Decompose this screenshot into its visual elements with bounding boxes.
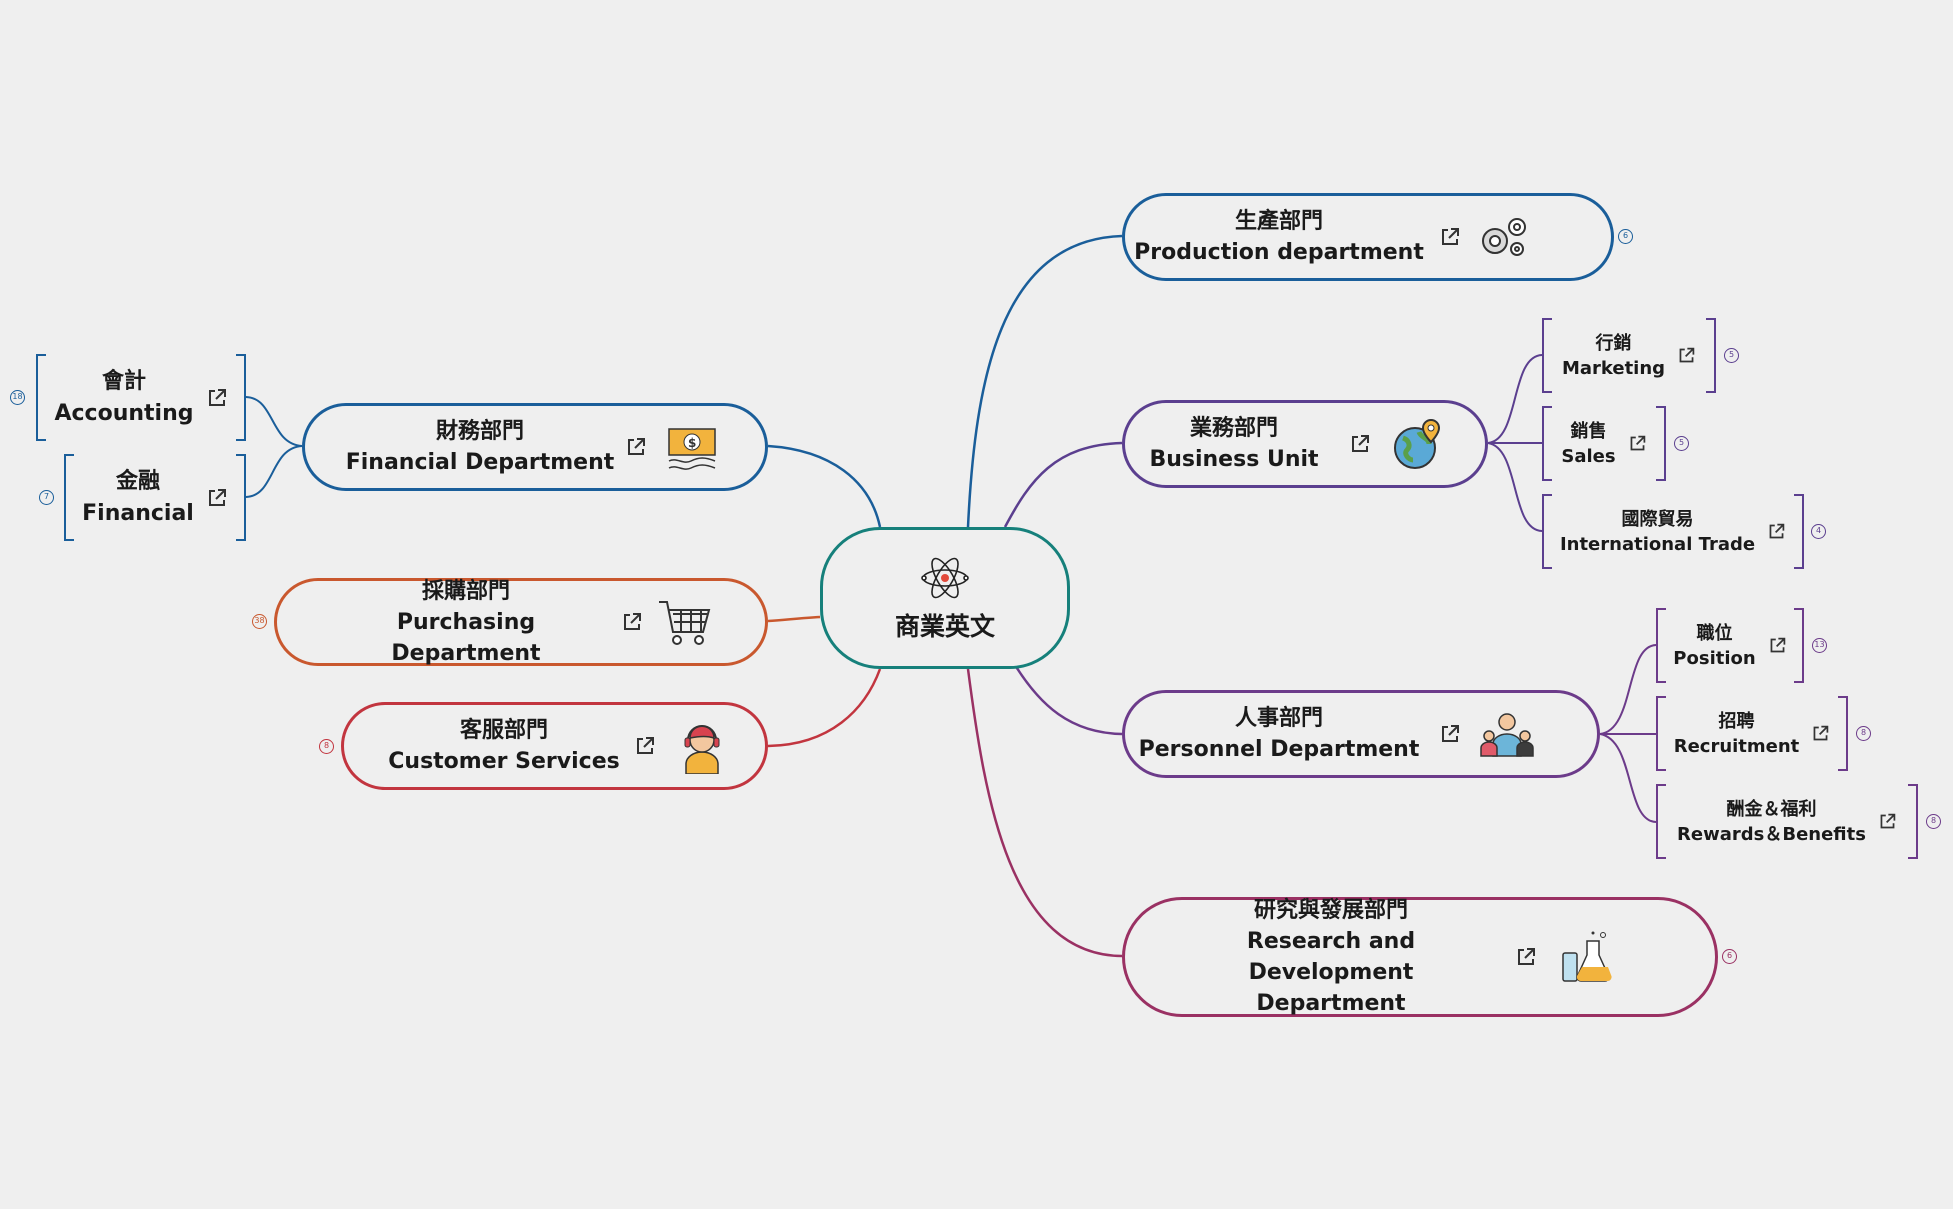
- badge-rewards[interactable]: 8: [1926, 814, 1941, 829]
- badge-position[interactable]: 13: [1812, 638, 1827, 653]
- branch-business[interactable]: 業務部門 Business Unit: [1122, 400, 1488, 488]
- branch-financial[interactable]: 財務部門 Financial Department $: [302, 403, 768, 491]
- subtopic-position-zh: 職位: [1696, 622, 1733, 644]
- connector-business: [1003, 441, 1123, 528]
- external-link-icon[interactable]: [206, 387, 228, 409]
- money-icon: $: [668, 428, 716, 470]
- badge-financial-sub[interactable]: 7: [39, 490, 54, 505]
- atom-icon: [921, 557, 969, 599]
- subtopic-financial[interactable]: 金融 Financial: [64, 454, 246, 541]
- gears-icon: [1482, 218, 1526, 256]
- central-topic-title: 商業英文: [894, 612, 995, 641]
- badge-production[interactable]: 6: [1618, 229, 1633, 244]
- branch-customer-zh: 客服部門: [459, 718, 548, 743]
- branch-purchasing-en: Purchasing Department: [391, 609, 541, 666]
- branch-purchasing[interactable]: 採購部門 Purchasing Department: [274, 578, 768, 666]
- external-link-icon[interactable]: [1811, 724, 1830, 743]
- subtopic-trade[interactable]: 國際貿易 International Trade: [1542, 494, 1804, 569]
- external-link-icon[interactable]: [1677, 346, 1696, 365]
- subtopic-recruitment-zh: 招聘: [1718, 710, 1755, 732]
- connector-financial-sub: [245, 445, 303, 498]
- branch-research-zh: 研究與發展部門: [1253, 898, 1408, 923]
- connector-rewards: [1599, 733, 1657, 823]
- connector-trade: [1487, 442, 1543, 532]
- subtopic-rewards[interactable]: 酬金＆福利 Rewards＆Benefits: [1656, 784, 1918, 859]
- subtopic-recruitment-en: Recruitment: [1673, 735, 1800, 757]
- flask-icon: [1562, 931, 1612, 982]
- subtopic-rewards-zh: 酬金＆福利: [1726, 798, 1817, 820]
- badge-research[interactable]: 6: [1722, 949, 1737, 964]
- branch-production[interactable]: 生產部門 Production department: [1122, 193, 1614, 281]
- connector-production: [966, 234, 1123, 528]
- subtopic-position-en: Position: [1673, 647, 1756, 669]
- support-agent-icon: [684, 725, 720, 774]
- connector-purchasing: [767, 615, 821, 623]
- external-link-icon[interactable]: [1878, 812, 1897, 831]
- branch-personnel-en: Personnel Department: [1138, 737, 1420, 762]
- subtopic-marketing[interactable]: 行銷 Marketing: [1542, 318, 1716, 393]
- external-link-icon[interactable]: [634, 735, 656, 757]
- badge-accounting[interactable]: 18: [10, 390, 25, 405]
- badge-recruitment[interactable]: 8: [1856, 726, 1871, 741]
- subtopic-sales-en: Sales: [1561, 445, 1616, 467]
- connector-financial: [767, 444, 882, 528]
- branch-financial-zh: 財務部門: [435, 419, 524, 444]
- subtopic-rewards-en: Rewards＆Benefits: [1677, 823, 1866, 845]
- external-link-icon[interactable]: [1515, 946, 1537, 968]
- subtopic-financial-en: Financial: [82, 500, 194, 526]
- branch-financial-en: Financial Department: [345, 450, 615, 475]
- subtopic-financial-zh: 金融: [115, 468, 160, 494]
- badge-trade[interactable]: 4: [1811, 524, 1826, 539]
- subtopic-position[interactable]: 職位 Position: [1656, 608, 1804, 683]
- branch-research-en2: Department: [1256, 991, 1406, 1016]
- connector-customer: [767, 668, 882, 748]
- badge-marketing[interactable]: 5: [1724, 348, 1739, 363]
- subtopic-accounting[interactable]: 會計 Accounting: [36, 354, 246, 441]
- external-link-icon[interactable]: [621, 611, 643, 633]
- svg-text:$: $: [688, 436, 696, 450]
- external-link-icon[interactable]: [1767, 522, 1786, 541]
- subtopic-accounting-zh: 會計: [101, 368, 146, 394]
- branch-production-zh: 生產部門: [1234, 209, 1323, 234]
- branch-research-en1: Research and Development: [1246, 929, 1416, 985]
- connector-position: [1599, 644, 1657, 735]
- external-link-icon[interactable]: [206, 487, 228, 509]
- subtopic-recruitment[interactable]: 招聘 Recruitment: [1656, 696, 1848, 771]
- external-link-icon[interactable]: [1439, 723, 1461, 745]
- branch-business-en: Business Unit: [1149, 447, 1319, 472]
- badge-customer[interactable]: 8: [319, 739, 334, 754]
- connector-accounting: [245, 396, 303, 447]
- branch-purchasing-zh: 採購部門: [421, 578, 510, 604]
- subtopic-trade-zh: 國際貿易: [1621, 508, 1694, 530]
- branch-personnel[interactable]: 人事部門 Personnel Department: [1122, 690, 1600, 778]
- subtopic-accounting-en: Accounting: [54, 400, 194, 426]
- external-link-icon[interactable]: [625, 436, 647, 458]
- branch-production-en: Production department: [1134, 240, 1424, 265]
- badge-purchasing[interactable]: 38: [252, 614, 267, 629]
- branch-business-zh: 業務部門: [1189, 416, 1278, 441]
- external-link-icon[interactable]: [1768, 636, 1787, 655]
- subtopic-marketing-zh: 行銷: [1595, 332, 1632, 354]
- branch-customer-en: Customer Services: [388, 749, 620, 774]
- people-icon: [1480, 713, 1534, 757]
- subtopic-sales-zh: 銷售: [1570, 420, 1607, 442]
- branch-research[interactable]: 研究與發展部門 Research and Development Departm…: [1122, 897, 1718, 1017]
- connector-marketing: [1487, 354, 1543, 444]
- connector-personnel: [1013, 664, 1123, 736]
- branch-personnel-zh: 人事部門: [1234, 706, 1323, 731]
- branch-customer[interactable]: 客服部門 Customer Services: [341, 702, 768, 790]
- external-link-icon[interactable]: [1349, 433, 1371, 455]
- subtopic-trade-en: International Trade: [1559, 533, 1756, 555]
- external-link-icon[interactable]: [1628, 434, 1647, 453]
- badge-sales[interactable]: 5: [1674, 436, 1689, 451]
- cart-icon: [659, 601, 711, 645]
- connector-research: [966, 668, 1123, 958]
- globe-pin-icon: [1394, 418, 1441, 469]
- external-link-icon[interactable]: [1439, 226, 1461, 248]
- central-topic[interactable]: 商業英文: [820, 527, 1070, 669]
- subtopic-sales[interactable]: 銷售 Sales: [1542, 406, 1666, 481]
- subtopic-marketing-en: Marketing: [1561, 357, 1666, 379]
